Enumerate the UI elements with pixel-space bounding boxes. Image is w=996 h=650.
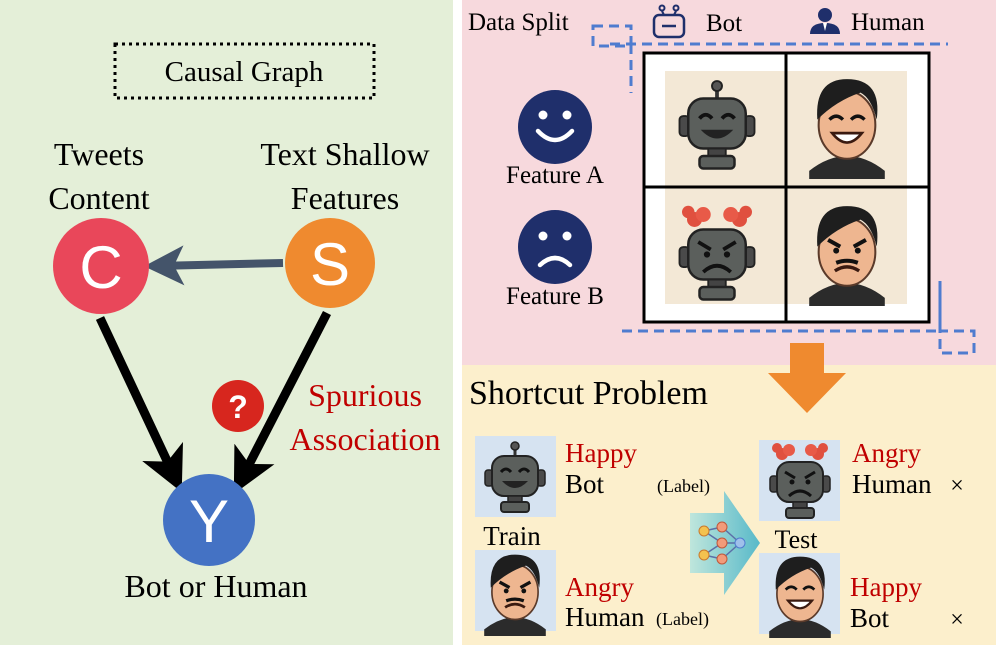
legend-bot-label: Bot — [706, 10, 742, 37]
test-item-2-wrong-icon: × — [950, 607, 964, 633]
test-item-2-class: Bot — [850, 603, 890, 633]
node-s-letter: S — [310, 231, 350, 298]
test-item-1-emotion: Angry — [852, 438, 921, 468]
feature-a-label: Feature A — [506, 162, 604, 189]
edge-s-to-y — [233, 310, 332, 495]
test-item-1-class: Human — [852, 469, 932, 499]
question-badge — [212, 380, 264, 432]
test-item-1-wrong-icon: × — [950, 473, 964, 499]
test-label: Test — [775, 525, 819, 554]
legend-bot-icon — [652, 4, 686, 39]
question-mark-icon: ? — [228, 389, 248, 425]
legend-human-label: Human — [851, 9, 925, 36]
spurious-label-line2: Association — [289, 421, 440, 457]
node-y — [163, 474, 255, 566]
classifier-network-icon — [690, 491, 760, 595]
node-c-label-line1: Tweets — [54, 136, 144, 172]
train-label: Train — [483, 521, 541, 551]
feature-a-smiley-icon — [518, 90, 592, 164]
node-s-label-line2: Features — [291, 180, 399, 216]
node-y-label: Bot or Human — [124, 568, 307, 604]
test-item-2-emotion: Happy — [850, 572, 922, 602]
edge-c-to-y — [95, 316, 183, 493]
data-split-title: Data Split — [468, 9, 569, 36]
causal-graph-title: Causal Graph — [165, 56, 324, 88]
feature-b-label: Feature B — [506, 283, 604, 310]
train-item-1-class: Bot — [565, 469, 605, 499]
train-item-2-class: Human — [565, 602, 645, 632]
node-s — [285, 218, 375, 308]
node-c-letter: C — [79, 234, 122, 301]
edge-s-to-c — [144, 245, 284, 286]
node-y-letter: Y — [189, 488, 229, 555]
shortcut-problem-title: Shortcut Problem — [469, 375, 708, 412]
node-s-label-line1: Text Shallow — [260, 136, 429, 172]
train-item-2-tag: (Label) — [656, 609, 709, 630]
split-dashed-brackets — [591, 24, 976, 355]
legend-human-icon — [810, 8, 840, 34]
node-c-label-line2: Content — [48, 180, 149, 216]
train-item-2-emotion: Angry — [565, 572, 634, 602]
spurious-label-line1: Spurious — [308, 377, 422, 413]
train-item-1-tag: (Label) — [657, 476, 710, 497]
causal-graph-title-box — [113, 42, 376, 100]
node-c — [53, 218, 149, 314]
train-item-1-emotion: Happy — [565, 438, 637, 468]
feature-b-frown-icon — [518, 210, 592, 284]
down-arrow-icon — [768, 343, 846, 413]
